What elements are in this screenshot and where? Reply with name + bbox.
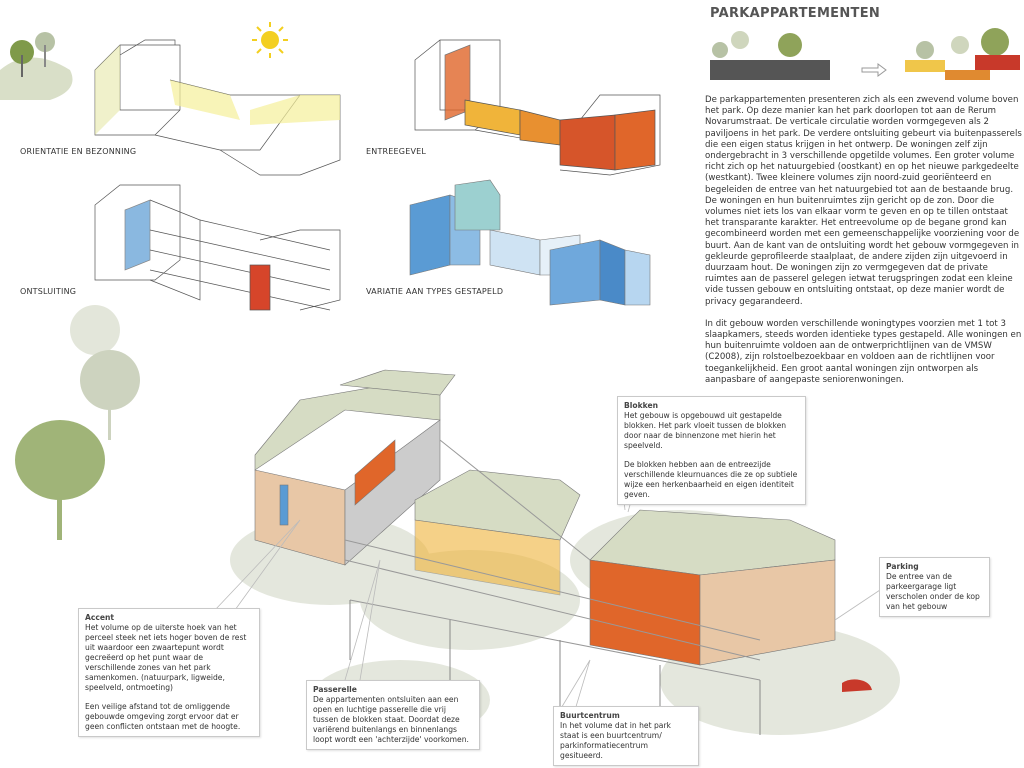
description-paragraph: In dit gebouw worden verschillende wonin…	[705, 318, 1022, 385]
callout-text: De appartementen ontsluiten aan een open…	[313, 695, 469, 744]
diagram-entreegevel	[414, 39, 661, 176]
callout-blokken: Blokken Het gebouw is opgebouwd uit gest…	[617, 396, 806, 505]
callout-text: Het volume op de uiterste hoek van het p…	[85, 623, 247, 692]
callout-accent: Accent Het volume op de uiterste hoek va…	[78, 608, 260, 737]
diagram-label-variatie: VARIATIE AAN TYPES GESTAPELD	[366, 287, 504, 296]
description-paragraph: De parkappartementen presenteren zich al…	[705, 95, 1022, 307]
callout-title: Passerelle	[313, 685, 357, 694]
callout-title: Parking	[886, 562, 919, 571]
sun-icon	[252, 22, 288, 58]
callout-text: De entree van de parkeergarage ligt vers…	[886, 572, 980, 611]
callout-buurtcentrum: Buurtcentrum In het volume dat in het pa…	[553, 706, 699, 766]
diagram-label-orientatie: ORIENTATIE EN BEZONNING	[20, 147, 137, 156]
page-title: PARKAPPARTEMENTEN	[710, 6, 881, 21]
callout-passerelle: Passerelle De appartementen ontsluiten a…	[306, 680, 480, 750]
callout-pointers	[214, 482, 881, 711]
callout-text: Een veilige afstand tot de omliggende ge…	[85, 702, 241, 731]
description-text: De parkappartementen presenteren zich al…	[705, 95, 1023, 397]
callout-text: In het volume dat in het park staat is e…	[560, 721, 671, 760]
callout-title: Buurtcentrum	[560, 711, 620, 720]
car-icon	[842, 679, 872, 692]
tree-silhouettes	[15, 305, 140, 540]
diagram-ontsluiting	[94, 184, 341, 311]
diagram-orientation	[94, 39, 341, 176]
main-building-axonometric	[254, 369, 836, 735]
before-after-diagram	[710, 28, 1020, 80]
diagram-variatie	[409, 179, 651, 306]
diagram-label-ontsluiting: ONTSLUITING	[20, 287, 77, 296]
callout-text: De blokken hebben aan de entreezijde ver…	[624, 460, 798, 499]
diagram-label-entreegevel: ENTREEGEVEL	[366, 147, 427, 156]
callout-text: Het gebouw is opgebouwd uit gestapelde b…	[624, 411, 787, 450]
callout-parking: Parking De entree van de parkeergarage l…	[879, 557, 990, 617]
callout-title: Blokken	[624, 401, 659, 410]
tree-cluster-icon	[0, 32, 73, 100]
callout-title: Accent	[85, 613, 115, 622]
